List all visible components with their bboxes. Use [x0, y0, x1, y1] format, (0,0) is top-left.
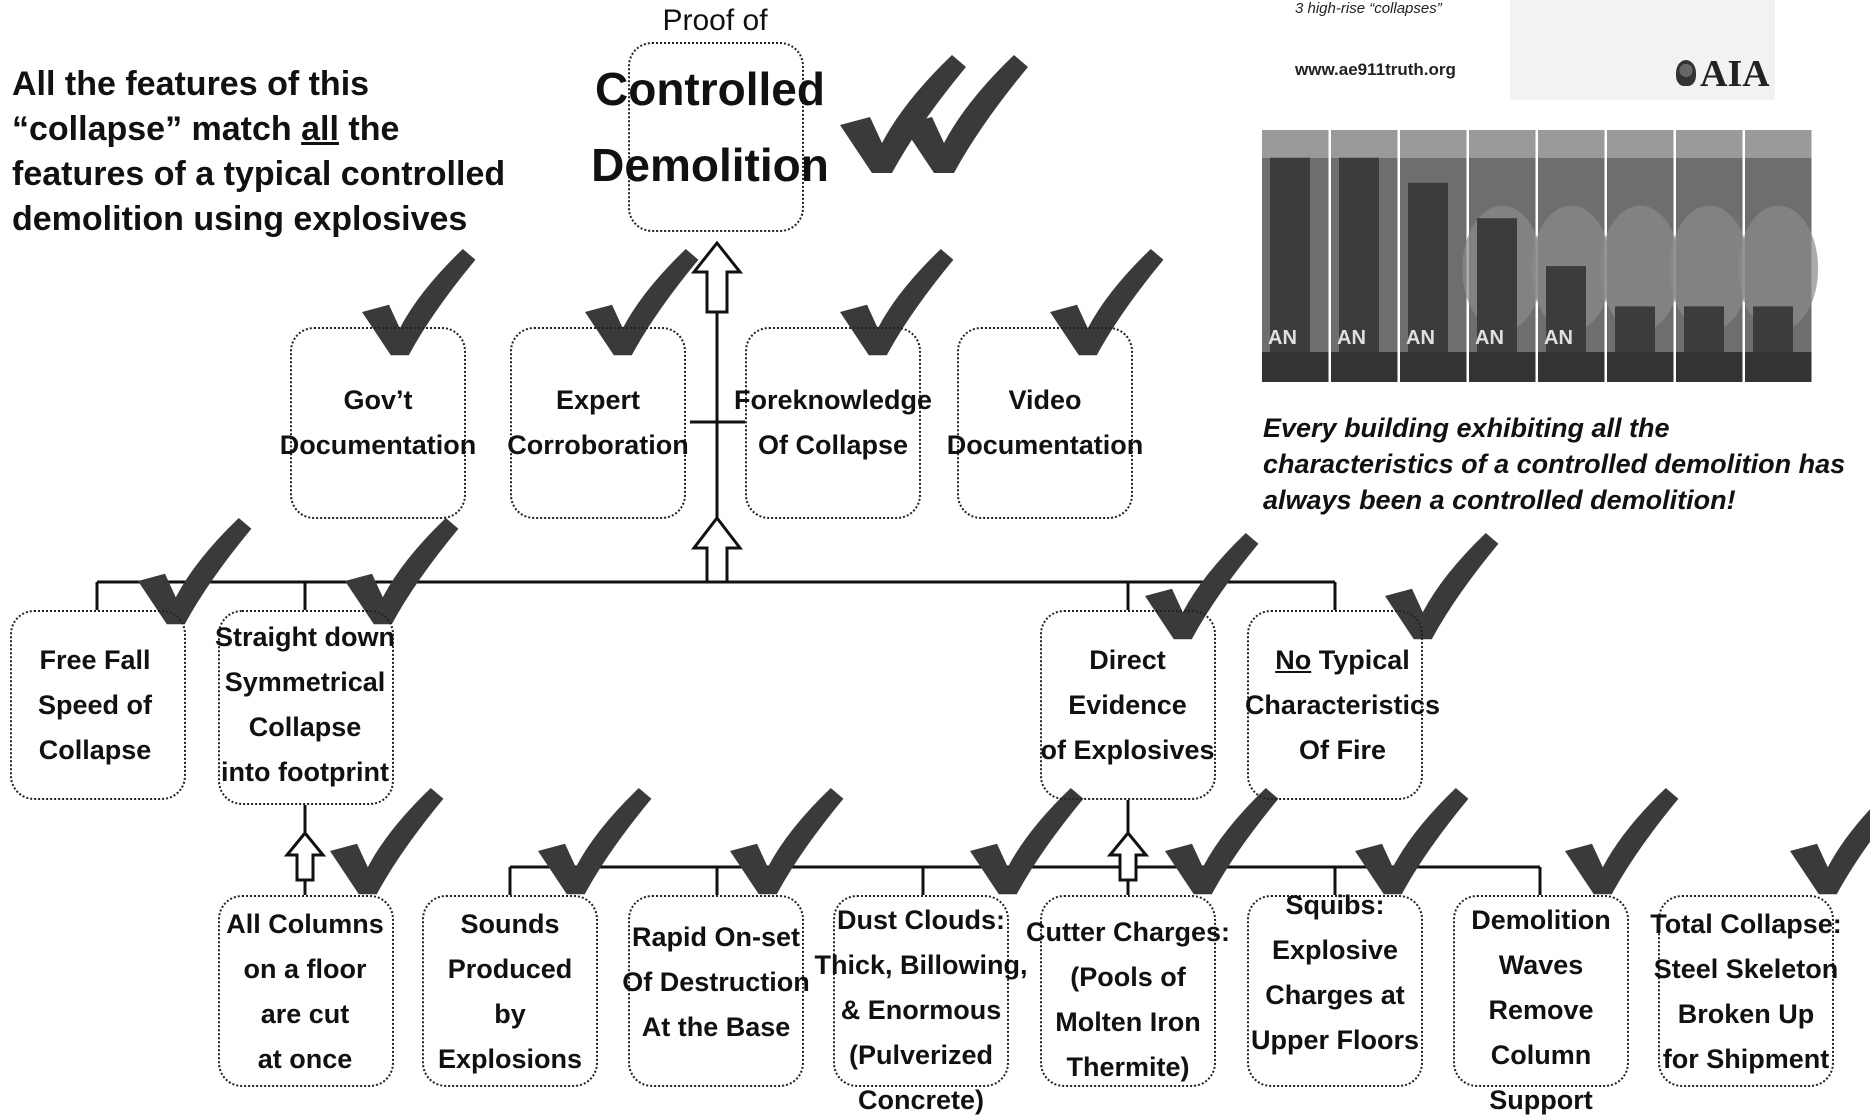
controlled-label: Controlled — [595, 63, 825, 115]
node-foreknowledge — [745, 327, 921, 519]
node-straight-down-label: Straight down Symmetrical Collapse into … — [215, 622, 395, 787]
node-squibs-label: Squibs: Explosive Charges at Upper Floor… — [1250, 890, 1419, 1055]
node-direct-evidence — [1040, 610, 1216, 800]
website-link[interactable]: www.ae911truth.org — [1295, 60, 1456, 79]
aia-logo-text: AIA — [1700, 53, 1770, 95]
node-video-documentation-label: Video Documentation — [946, 385, 1144, 460]
node-demolition-waves-label: Demolition Waves Remove Column Support — [1471, 905, 1611, 1115]
node-controlled-demolition — [628, 42, 804, 232]
film-frame — [1600, 130, 1681, 382]
node-no-fire-label: No Typical Characteristics Of Fire — [1230, 638, 1455, 773]
film-strip-photo: AN AN AN AN AN — [1262, 130, 1819, 382]
node-total-collapse — [1658, 895, 1834, 1087]
hollow-arrows — [283, 240, 1150, 882]
high-rise-note: 3 high-rise “collapses” — [1295, 0, 1442, 17]
checkmark-icon — [1790, 788, 1870, 895]
intro-underlined: all — [301, 110, 339, 148]
checkmark-icon — [538, 788, 652, 895]
film-frame — [1669, 130, 1750, 382]
no-fire-underlined: No — [1275, 645, 1312, 675]
arrow-to-straight-down-icon — [283, 830, 327, 882]
node-sounds-label: Sounds Produced by Explosions — [437, 909, 583, 1074]
node-no-fire — [1247, 610, 1423, 800]
film-frame-label: AN — [1268, 327, 1297, 349]
node-govt-documentation-label: Gov’t Documentation — [279, 385, 477, 460]
node-expert-corroboration — [510, 327, 686, 519]
film-frame-label: AN — [1475, 327, 1504, 349]
node-squibs — [1247, 895, 1423, 1087]
arrow-to-proof-icon — [690, 240, 744, 314]
header-photo — [1510, 0, 1775, 100]
node-free-fall — [10, 610, 186, 800]
film-frame-label: AN — [1544, 327, 1573, 349]
aia-emblem-icon — [1676, 60, 1696, 86]
node-expert-corroboration-label: Expert Corroboration — [507, 385, 689, 460]
checkmark-icon — [138, 518, 252, 625]
node-all-columns-label: All Columns on a floor are cut at once — [226, 909, 384, 1074]
film-frame — [1738, 130, 1819, 382]
film-frame: AN — [1462, 130, 1543, 382]
intro-text: All the features of this “collapse” matc… — [12, 62, 532, 242]
node-direct-evidence-label: Direct Evidence of Explosives — [1040, 645, 1215, 765]
caption-text: Every building exhibiting all the charac… — [1263, 413, 1846, 515]
node-video-documentation — [957, 327, 1133, 519]
film-frame-label: AN — [1406, 327, 1435, 349]
intro-before: All the features of this “collapse” matc… — [12, 65, 370, 148]
node-rapid-onset-label: Rapid On-set Of Destruction At the Base — [622, 922, 810, 1042]
checkmark-icon — [730, 788, 844, 895]
node-dust-clouds-label: Dust Clouds: Thick, Billowing, & Enormou… — [814, 905, 1028, 1115]
node-all-columns — [218, 895, 394, 1087]
arrow-to-level1-icon — [690, 515, 744, 584]
checkmark-icon — [970, 788, 1084, 895]
film-frame-label: AN — [1337, 327, 1366, 349]
aia-logo: AIA — [1700, 52, 1770, 96]
demolition-label: Demolition — [591, 139, 829, 191]
node-rapid-onset — [628, 895, 804, 1087]
node-total-collapse-label: Total Collapse: Steel Skeleton Broken Up… — [1650, 909, 1842, 1074]
node-free-fall-label: Free Fall Speed of Collapse — [37, 645, 152, 765]
film-frame: AN — [1262, 130, 1329, 382]
proof-of-label: Proof of — [662, 4, 768, 37]
no-fire-text: Typical Characteristics Of Fire — [1244, 645, 1441, 765]
checkmark-icon — [1165, 788, 1279, 895]
node-foreknowledge-label: Foreknowledge Of Collapse — [733, 385, 933, 460]
checkmark-icon — [1355, 788, 1469, 895]
node-cutter-charges — [1040, 895, 1216, 1087]
node-sounds — [422, 895, 598, 1087]
film-frame: AN — [1531, 130, 1612, 382]
checkmark-icon — [1565, 788, 1679, 895]
node-demolition-waves — [1453, 895, 1629, 1087]
film-frame: AN — [1331, 130, 1398, 382]
node-straight-down — [218, 610, 394, 805]
film-frame: AN — [1400, 130, 1467, 382]
checkmark-icon — [345, 518, 459, 625]
node-govt-documentation — [290, 327, 466, 519]
intro-after: the features of a typical controlled dem… — [12, 110, 506, 238]
node-dust-clouds — [833, 895, 1009, 1087]
arrow-to-direct-evidence-icon — [1106, 830, 1150, 882]
node-cutter-charges-label: Cutter Charges: (Pools of Molten Iron Th… — [1025, 917, 1231, 1082]
